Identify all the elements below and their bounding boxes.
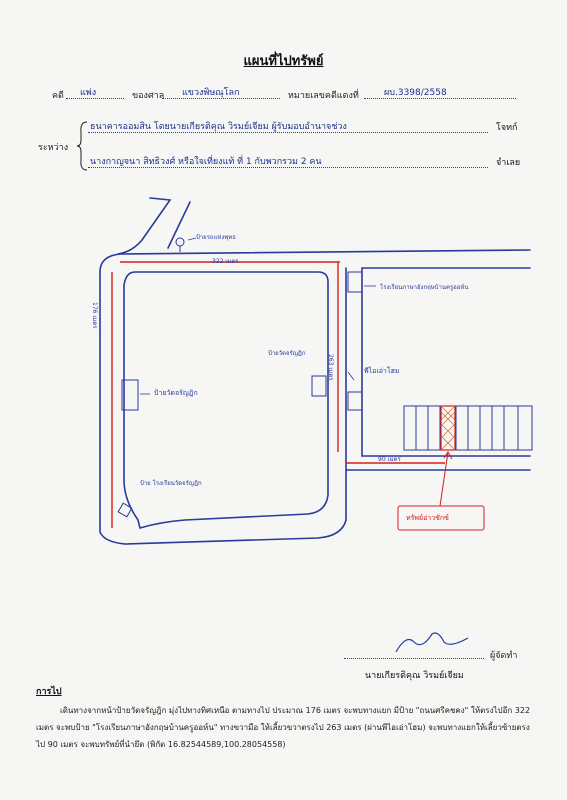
- property-target-hatch: [440, 405, 456, 451]
- road-top-outer: [119, 249, 531, 255]
- case-label: คดี: [52, 91, 64, 101]
- road-bottom-outer: [124, 519, 347, 545]
- court-label: ของศาล: [132, 91, 165, 101]
- road-west: [99, 271, 126, 545]
- distance-90-label: 90 เมตร: [378, 456, 401, 463]
- brace-icon: [76, 121, 88, 171]
- plaintiff-role: โจทก์: [496, 123, 518, 133]
- page-title: แผนที่ไปทรัพย์: [243, 54, 324, 69]
- wat-sign-label: ป้ายวัดจรัญฎิก: [154, 389, 198, 397]
- sign-top-label: ป้ายรถแห่งพุทธ: [196, 234, 236, 241]
- defendant-name: นางกาญจนา สิทธิวงศ์ หรือใจเที่ยงแท้ ที่ …: [90, 157, 322, 167]
- road-diagonal-left: [117, 197, 172, 255]
- road-diagonal-right: [167, 201, 191, 249]
- signature-scribble: [395, 632, 469, 653]
- wat-sign-box: [121, 379, 139, 411]
- road-loop-inner: [123, 271, 329, 530]
- distance-176-label: 176 เมตร: [91, 302, 98, 329]
- sign-top-icon: [175, 237, 185, 247]
- bottom-sign-label: ป้าย โรงเรียนวัดจรัญฎิก: [140, 480, 202, 487]
- court-name: แขวงพิษณุโลก: [182, 88, 240, 98]
- route-heading: การไป: [36, 687, 62, 697]
- pioneer-building: [347, 391, 363, 411]
- property-label: ทรัพย์อ่าวชักซ์: [406, 514, 449, 522]
- distance-263-label: 263 เมตร: [327, 354, 334, 381]
- school-label: โรงเรียนภาษาอังกฤษบ้านครูออห์น: [380, 284, 469, 291]
- red-case-number: ผบ.3398/2558: [384, 88, 447, 98]
- road-west-outer: [99, 253, 121, 273]
- distance-322-label: 322 เมตร: [212, 258, 239, 265]
- bottom-sign-box: [117, 502, 133, 518]
- case-type: แพ่ง: [80, 88, 97, 98]
- center-sign-box: [311, 375, 327, 397]
- pioneer-label: พีไอเอ่าโฮม: [364, 367, 400, 375]
- property-arrow: [397, 451, 485, 531]
- route-description: เดินทางจากหน้าป้ายวัดจรัญฎิก มุ่งไปทางทิ…: [36, 706, 531, 749]
- school-building: [347, 271, 363, 293]
- plaintiff-name: ธนาคารออมสิน โดยนายเกียรติคุณ วิรมย์เจีย…: [90, 122, 347, 132]
- center-sign-label: ป้ายวัดจรัญฎิก: [268, 350, 306, 357]
- red-no-label: หมายเลขคดีแดงที่: [288, 91, 359, 101]
- property-row: [403, 405, 533, 451]
- between-label: ระหว่าง: [38, 143, 69, 153]
- signature-role: ผู้จัดทำ: [490, 651, 518, 661]
- signer-name: นายเกียรติคุณ วิรมย์เจียม: [365, 671, 464, 681]
- defendant-role: จำเลย: [496, 158, 521, 168]
